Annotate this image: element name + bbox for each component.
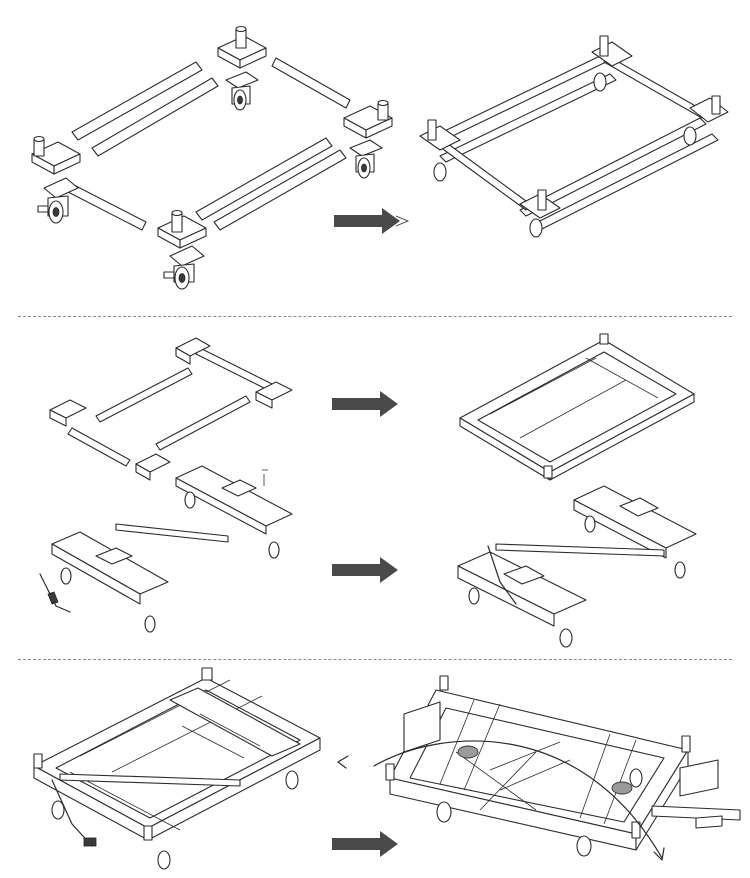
step-separator <box>18 316 732 317</box>
combined-cart <box>33 667 321 870</box>
corner-bracket <box>217 25 267 69</box>
corner-bracket <box>157 209 207 249</box>
assembled-cart-frame <box>419 35 729 238</box>
step-2-panel <box>0 318 750 658</box>
step-1-panel <box>0 0 750 316</box>
caster <box>225 71 259 111</box>
corner-bracket <box>343 99 393 139</box>
casters <box>37 71 383 290</box>
step-3-panel <box>0 660 750 878</box>
caster <box>163 245 205 290</box>
step-arrow-icon <box>334 208 410 234</box>
tube <box>195 137 333 221</box>
rotated-cart <box>385 675 741 857</box>
step-1-drawing <box>31 25 729 290</box>
tube <box>271 57 351 109</box>
caster <box>349 139 383 179</box>
corner-brackets <box>31 25 393 249</box>
tube <box>71 61 203 141</box>
step-arrow-icon <box>332 557 398 583</box>
rotate-arrow-icon <box>337 755 349 769</box>
step-arrow-icon <box>332 831 398 857</box>
rotate-arrow-icon <box>373 740 665 861</box>
step-2-drawing <box>39 333 697 648</box>
step-separator <box>18 659 732 660</box>
caster <box>37 177 79 224</box>
loose-tubes <box>67 57 351 231</box>
corner-bracket <box>31 135 81 175</box>
loose-dolly-parts <box>39 465 293 633</box>
step-3-drawing <box>33 667 741 870</box>
tube <box>91 77 219 157</box>
tube <box>67 183 147 231</box>
step-arrow-icon <box>332 391 398 417</box>
assembled-base-frame <box>459 333 695 481</box>
tube <box>213 149 347 231</box>
loose-base-parts <box>49 337 293 481</box>
assembled-dollies <box>457 485 697 648</box>
